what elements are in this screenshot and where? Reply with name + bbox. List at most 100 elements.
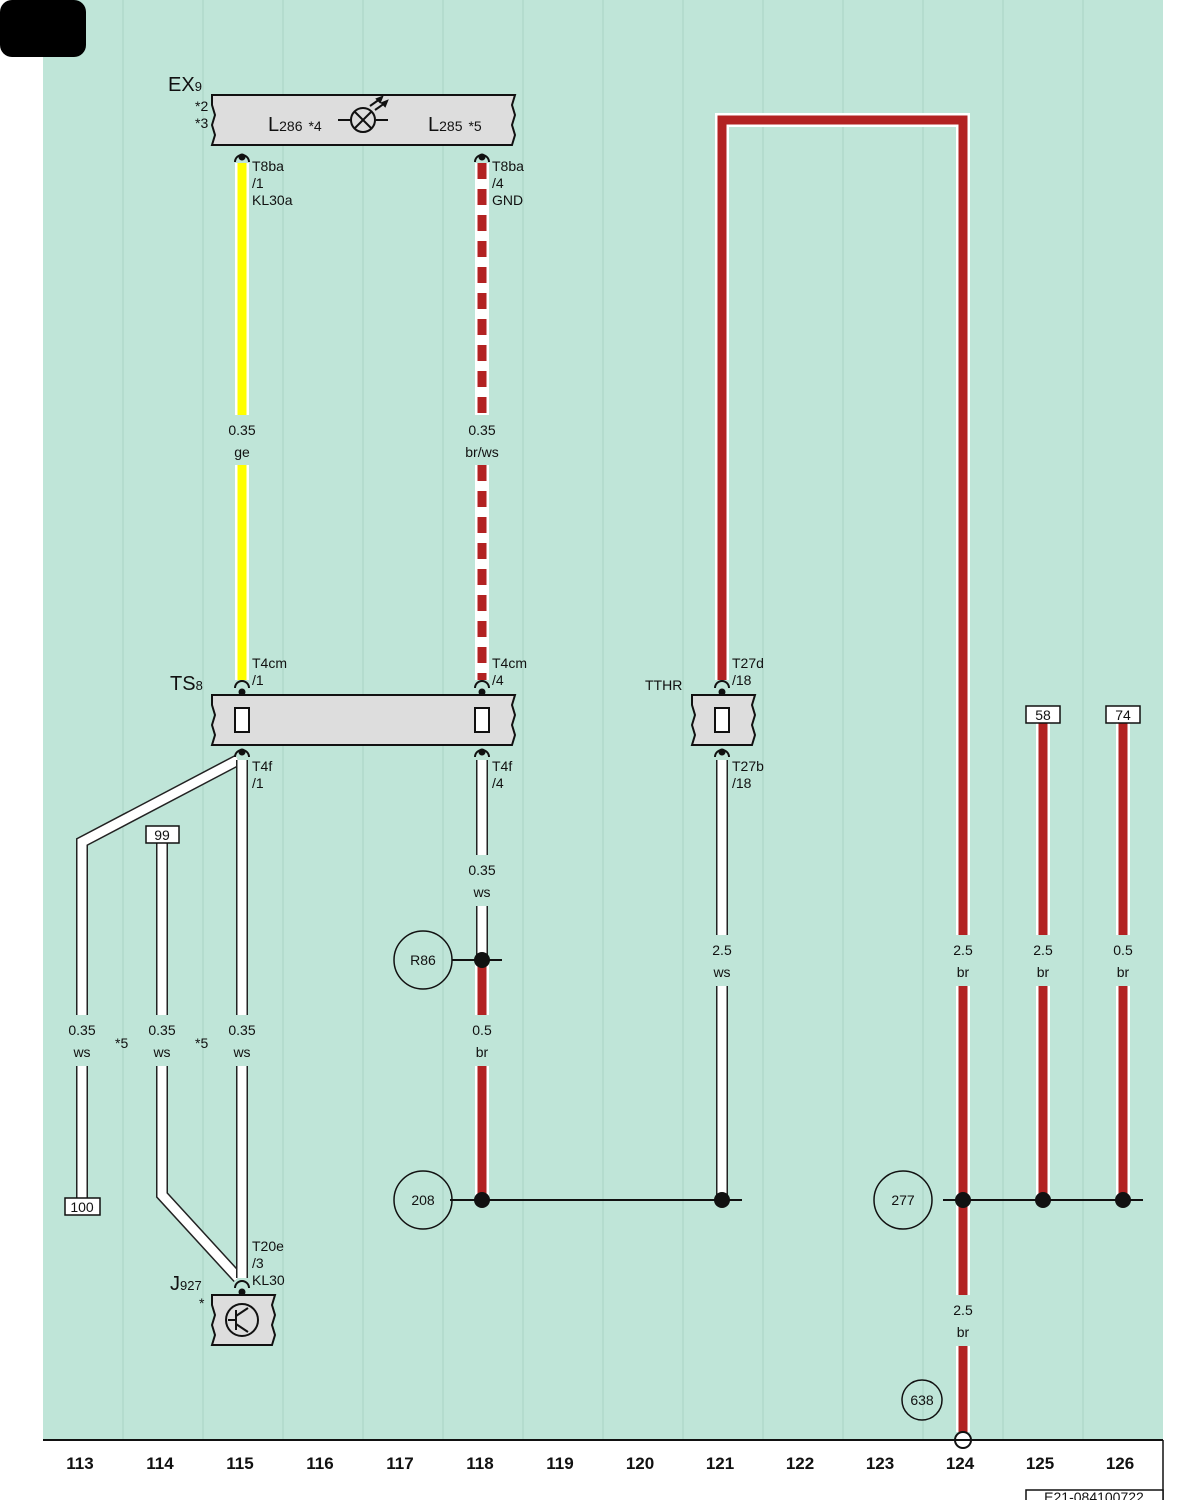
svg-text:ws: ws [472, 884, 490, 900]
svg-text:T20e: T20e [252, 1238, 284, 1254]
svg-text:T4f: T4f [252, 758, 272, 774]
ref-box-58[interactable]: 58 [1025, 705, 1061, 724]
connector-t4cm-1: T4cm /1 [252, 655, 287, 688]
column-number: 120 [626, 1454, 654, 1473]
column-number: 116 [306, 1454, 333, 1473]
svg-text:ge: ge [234, 444, 250, 460]
c638-label: 638 [910, 1392, 934, 1408]
column-number: 118 [466, 1454, 493, 1473]
wire-label-126: 0.5 br [1113, 942, 1133, 980]
wire-label-124-top: 2.5 br [953, 942, 973, 980]
svg-text:0.35: 0.35 [228, 422, 255, 438]
circle-ref-208[interactable]: 208 [393, 1170, 453, 1230]
wire-label-121: 2.5 ws [712, 942, 732, 980]
svg-text:/4: /4 [492, 672, 504, 688]
svg-text:ws: ws [152, 1044, 170, 1060]
connector-pins [234, 153, 730, 1296]
ref-box-74[interactable]: 74 [1105, 705, 1141, 724]
svg-text:GND: GND [492, 192, 523, 208]
l286-label: L286*4 [268, 114, 322, 136]
column-number: 113 [66, 1454, 93, 1473]
svg-text:ws: ws [72, 1044, 90, 1060]
note-5-b: *5 [195, 1035, 208, 1051]
note-5-a: *5 [115, 1035, 128, 1051]
ref-box-100[interactable]: 100 [64, 1197, 101, 1216]
svg-text:br: br [476, 1044, 489, 1060]
svg-text:ws: ws [232, 1044, 250, 1060]
svg-text:/1: /1 [252, 672, 264, 688]
wire-label-124-bot: 2.5 br [953, 1302, 973, 1340]
r86-label: R86 [410, 952, 436, 968]
svg-text:/1: /1 [252, 775, 264, 791]
column-number: 124 [946, 1454, 975, 1473]
svg-text:T8ba: T8ba [492, 158, 524, 174]
doc-id-box: E21-084100722 [1025, 1489, 1164, 1500]
connector-t20e-3: T20e /3 KL30 [252, 1238, 285, 1288]
column-numbers: 113 114 115 116 117 118 119 120 121 122 … [66, 1454, 1134, 1473]
svg-text:/4: /4 [492, 175, 504, 191]
connector-t8ba-1: T8ba /1 KL30a [252, 158, 293, 208]
wire-ws-114 [156, 843, 243, 1283]
tthr-label: TTHR [645, 677, 682, 693]
column-number: 119 [546, 1454, 573, 1473]
c277-label: 277 [891, 1192, 915, 1208]
circle-ref-638[interactable]: 638 [901, 1379, 943, 1421]
ts8-component [210, 694, 517, 746]
connector-t27d-18: T27d /18 [732, 655, 764, 688]
svg-text:br: br [957, 964, 970, 980]
ref-99-label: 99 [154, 827, 170, 843]
c208-label: 208 [411, 1192, 435, 1208]
ref-58-label: 58 [1035, 707, 1051, 723]
circle-ref-277[interactable]: 277 [873, 1170, 933, 1230]
column-number: 115 [226, 1454, 253, 1473]
ex9-note-a: *2 [195, 98, 208, 114]
j927-note: * [199, 1295, 205, 1311]
column-number: 122 [786, 1454, 814, 1473]
transistor-icon [225, 1303, 259, 1337]
svg-text:br: br [1037, 964, 1050, 980]
svg-text:2.5: 2.5 [712, 942, 732, 958]
ex9-note-b: *3 [195, 115, 208, 131]
svg-text:/1: /1 [252, 175, 264, 191]
connector-t27b-18: T27b /18 [732, 758, 764, 791]
l285-label: L285*5 [428, 114, 482, 136]
svg-text:br: br [957, 1324, 970, 1340]
connector-t4f-4: T4f /4 [492, 758, 512, 791]
svg-text:T27b: T27b [732, 758, 764, 774]
circle-ref-r86[interactable]: R86 [393, 930, 453, 990]
column-number: 121 [706, 1454, 734, 1473]
j927-label: J927 [170, 1273, 202, 1295]
column-number: 114 [146, 1454, 174, 1473]
svg-text:br/ws: br/ws [465, 444, 498, 460]
svg-text:T4cm: T4cm [492, 655, 527, 671]
wire-label-125: 2.5 br [1033, 942, 1053, 980]
svg-text:/3: /3 [252, 1255, 264, 1271]
svg-text:2.5: 2.5 [1033, 942, 1053, 958]
svg-text:0.35: 0.35 [468, 422, 495, 438]
wire-label-114: 0.35 ws [148, 1022, 175, 1060]
svg-text:T4cm: T4cm [252, 655, 287, 671]
ts8-pin-icons [234, 707, 490, 733]
lamp-icon [338, 95, 389, 133]
svg-text:0.5: 0.5 [1113, 942, 1133, 958]
corner-tab [0, 0, 86, 57]
wire-ws-113 [76, 754, 241, 1198]
ref-100-label: 100 [70, 1199, 94, 1215]
ref-box-99[interactable]: 99 [145, 825, 180, 844]
column-number: 117 [386, 1454, 413, 1473]
ex9-label: EX9 [168, 74, 202, 96]
connector-t8ba-4: T8ba /4 GND [492, 158, 524, 208]
column-number: 125 [1026, 1454, 1054, 1473]
wire-label-113: 0.35 ws [68, 1022, 95, 1060]
svg-text:KL30: KL30 [252, 1272, 285, 1288]
svg-text:2.5: 2.5 [953, 1302, 973, 1318]
svg-text:T27d: T27d [732, 655, 764, 671]
wire-label-115-bot: 0.35 ws [228, 1022, 255, 1060]
svg-text:/4: /4 [492, 775, 504, 791]
svg-text:2.5: 2.5 [953, 942, 973, 958]
svg-text:0.35: 0.35 [148, 1022, 175, 1038]
column-number: 126 [1106, 1454, 1134, 1473]
connector-t4f-1: T4f /1 [252, 758, 272, 791]
wire-label-118-mid: 0.35 ws [468, 862, 495, 900]
